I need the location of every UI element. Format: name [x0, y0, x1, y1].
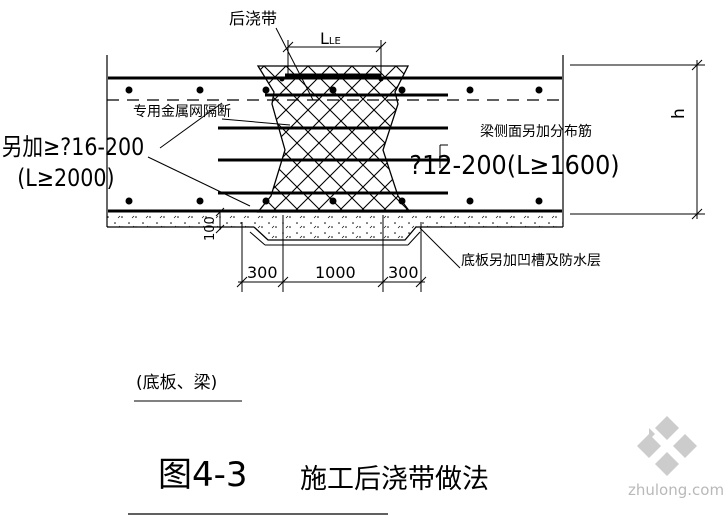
dim-mid-label: 1000 — [315, 263, 356, 282]
extra-bar-leader-1 — [159, 102, 223, 149]
extra-bar-leader-2 — [147, 156, 251, 207]
metal-mesh-leader — [221, 118, 291, 126]
watermark-logo-icon — [637, 416, 697, 476]
groove-label: 底板另加凹槽及防水层 — [461, 253, 601, 269]
side-bar-bracket — [439, 144, 448, 168]
height-dimension — [570, 59, 705, 220]
watermark-text: zhulong.com — [628, 481, 724, 499]
groove-leader — [419, 227, 461, 269]
figure-title: 施工后浇带做法 — [300, 464, 489, 495]
figure-number: 图4-3 — [158, 455, 248, 495]
extra-bars — [218, 73, 448, 195]
bottom-dimension — [236, 215, 427, 292]
extra-bar-length: (L≥2000) — [17, 165, 114, 193]
main-bars — [108, 76, 562, 213]
lap-length-label: LLE — [320, 29, 341, 48]
waterproof-layer-r — [407, 231, 421, 246]
extra-bar-label: 另加≥?16-200 — [2, 134, 145, 162]
waterproof-layer — [249, 231, 266, 246]
rebar-dots — [125, 76, 543, 205]
side-bar-title: 梁侧面另加分布筋 — [480, 123, 592, 140]
pour-strip-label: 后浇带 — [229, 9, 277, 28]
bottom-cover-right — [416, 214, 563, 227]
dim-left-label: 300 — [247, 263, 278, 282]
sub-caption: (底板、梁) — [136, 373, 217, 393]
bottom-cover-left — [107, 214, 254, 227]
groove-fill — [254, 214, 416, 240]
metal-mesh-label: 专用金属网隔断 — [133, 104, 231, 120]
height-label: h — [669, 108, 689, 119]
pour-strip-leader — [275, 27, 314, 101]
dim-right-label: 300 — [388, 263, 419, 282]
cover-label: 100 — [203, 216, 218, 241]
cover-dimension — [215, 207, 225, 234]
side-bar-label: ?12-200(L≥1600) — [409, 150, 619, 180]
lap-dimension — [282, 40, 387, 78]
